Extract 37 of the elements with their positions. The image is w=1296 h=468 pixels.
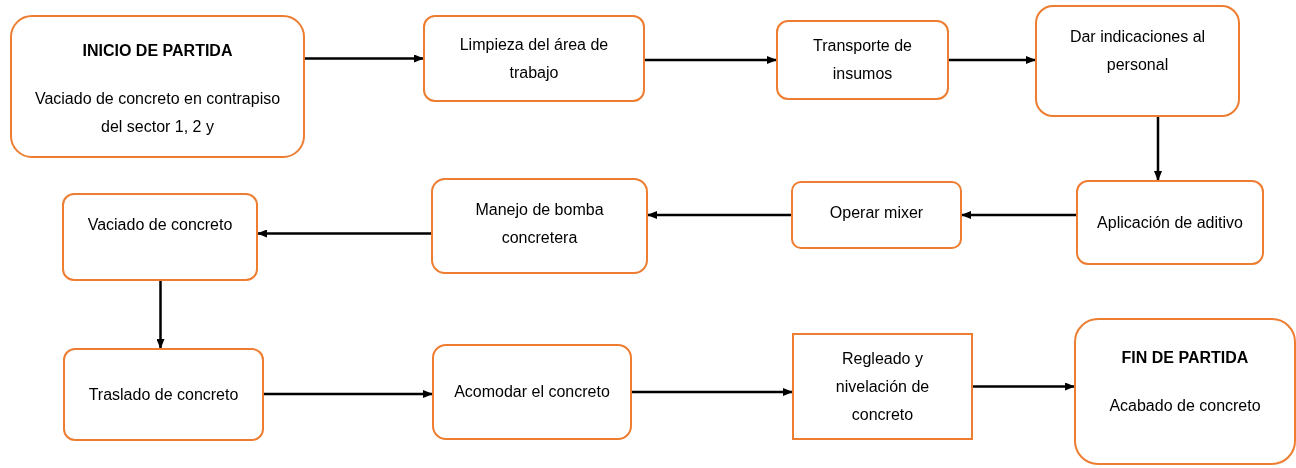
process-box (10, 15, 305, 158)
box-heading: INICIO DE PARTIDA (82, 41, 233, 61)
process-box (776, 20, 949, 100)
process-box (791, 181, 962, 249)
arrow (647, 211, 791, 219)
box-text: Vaciado de concreto en contrapiso del sector 1, 2 y (33, 89, 282, 137)
arrow (949, 56, 1036, 64)
arrow (305, 54, 424, 63)
box-text: Aplicación de aditivo (1097, 212, 1243, 233)
box-text: Acabado de concreto (1109, 396, 1261, 416)
process-box (62, 193, 258, 281)
box-text: Dar indicaciones al personal (1068, 27, 1207, 75)
process-box (1076, 180, 1264, 265)
box-text: Acomodar el concreto (454, 382, 610, 402)
arrow (973, 382, 1075, 391)
process-box (1035, 5, 1240, 117)
box-text: Vaciado de concreto (87, 215, 233, 235)
arrow (632, 388, 793, 396)
arrow (257, 229, 431, 238)
box-text: Traslado de concreto (88, 384, 239, 405)
box-text: Operar mixer (829, 203, 924, 223)
box-text: Manejo de bomba concretera (474, 200, 605, 248)
box-text: Regleado y nivelación de concreto (834, 348, 931, 425)
process-box (63, 348, 264, 441)
box-text: Transporte de insumos (812, 36, 913, 84)
arrow (1154, 117, 1162, 181)
arrow (645, 56, 777, 64)
box-heading: FIN DE PARTIDA (1121, 348, 1249, 368)
process-box (792, 333, 973, 440)
process-box (431, 178, 648, 274)
process-box (423, 15, 645, 102)
process-box (1074, 318, 1296, 465)
box-text: Limpieza del área de trabajo (458, 34, 610, 83)
arrow (156, 281, 165, 349)
arrow (264, 390, 433, 398)
arrow (961, 211, 1076, 219)
process-box (432, 344, 632, 440)
